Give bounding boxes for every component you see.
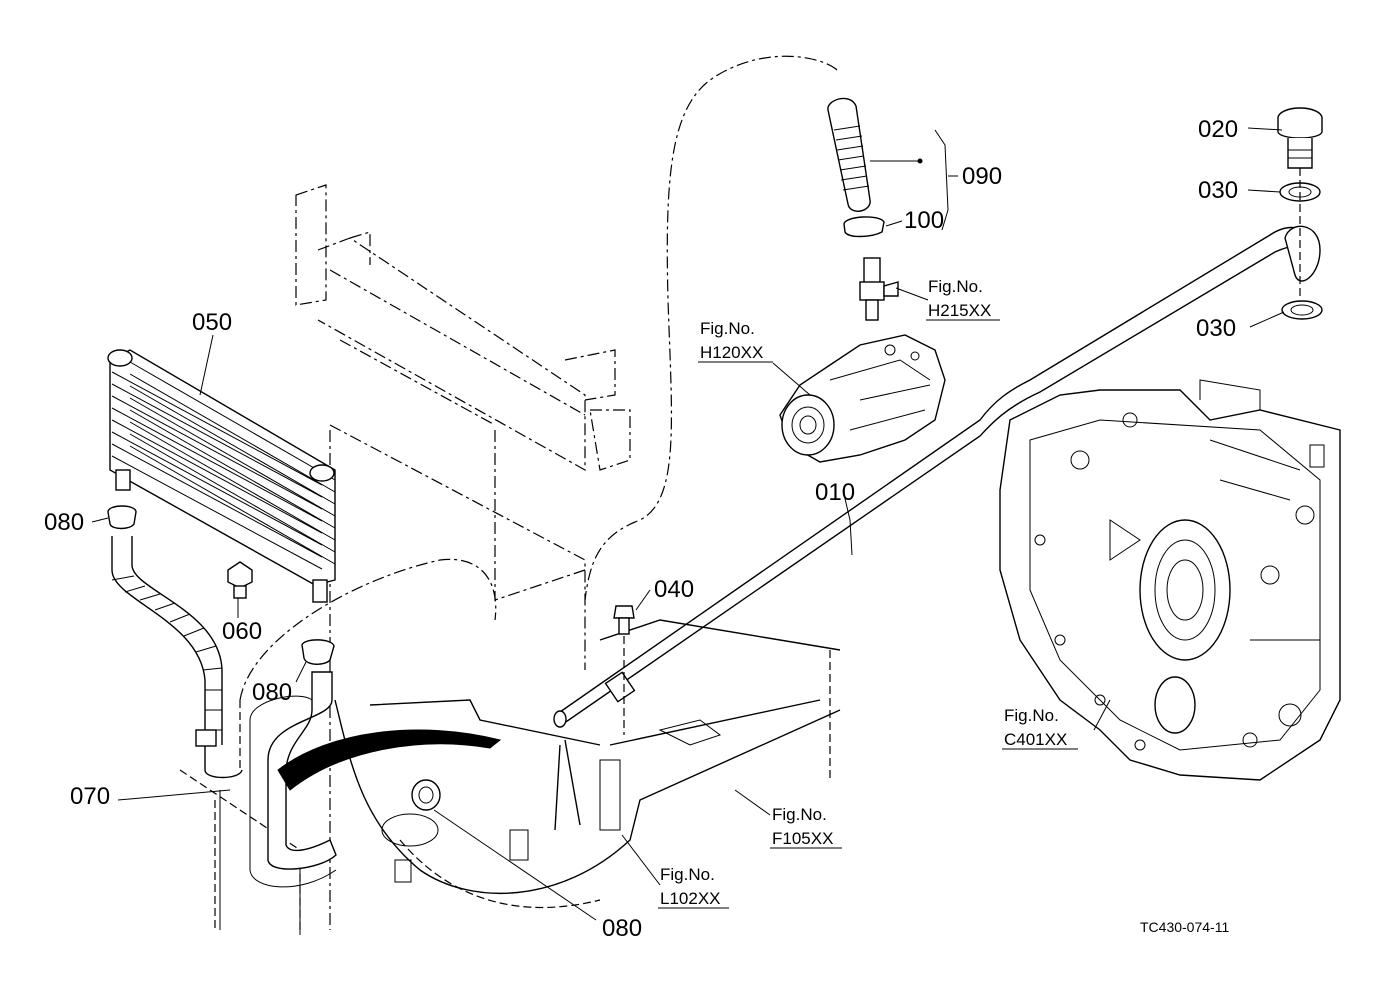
- fig-ref-c401[interactable]: Fig.No. C401XX: [1002, 706, 1078, 750]
- hose-clamp-080-a[interactable]: [107, 505, 137, 530]
- svg-text:L102XX: L102XX: [660, 889, 721, 908]
- svg-text:C401XX: C401XX: [1004, 730, 1067, 749]
- svg-text:Fig.No.: Fig.No.: [1004, 706, 1059, 725]
- callout-060[interactable]: 060: [222, 618, 262, 645]
- figure-refs: Fig.No. H215XX Fig.No. H120XX Fig.No. C4…: [658, 277, 1078, 909]
- fig-ref-f105[interactable]: Fig.No. F105XX: [770, 805, 842, 849]
- callout-050[interactable]: 050: [192, 309, 232, 336]
- callout-010[interactable]: 010: [815, 479, 855, 506]
- fig-ref-l102[interactable]: Fig.No. L102XX: [658, 865, 729, 909]
- oil-cooler-050[interactable]: [107, 349, 336, 603]
- fig-ref-h215[interactable]: Fig.No. H215XX: [926, 277, 1000, 321]
- transmission-case: [999, 379, 1341, 781]
- hose-070[interactable]: [111, 536, 337, 888]
- callout-070[interactable]: 070: [70, 783, 110, 810]
- callout-080-c[interactable]: 080: [602, 915, 642, 942]
- banjo-bolt-020[interactable]: [1277, 107, 1323, 169]
- svg-text:Fig.No.: Fig.No.: [772, 805, 827, 824]
- callout-080-b[interactable]: 080: [252, 679, 292, 706]
- hose-090[interactable]: [827, 97, 871, 212]
- svg-text:H120XX: H120XX: [700, 343, 763, 362]
- callout-040[interactable]: 040: [654, 576, 694, 603]
- callout-030-upper[interactable]: 030: [1198, 177, 1238, 204]
- pipe-010[interactable]: [553, 225, 1321, 728]
- floor-pan: [219, 619, 841, 935]
- callout-100[interactable]: 100: [904, 207, 944, 234]
- svg-text:Fig.No.: Fig.No.: [660, 865, 715, 884]
- elbow-fitting: [859, 257, 899, 321]
- bolt-040[interactable]: [613, 605, 635, 735]
- frame-phantom-lines: [179, 55, 838, 930]
- seal-washer-030-lower[interactable]: [1281, 300, 1323, 320]
- hydraulic-pump: [779, 334, 946, 463]
- callout-020[interactable]: 020: [1198, 116, 1238, 143]
- drawing-code: TC430-074-11: [1140, 919, 1229, 935]
- callout-labels: 010 020 030 030 040 050 060 070 080 080 …: [44, 116, 1238, 942]
- fig-ref-h120[interactable]: Fig.No. H120XX: [698, 319, 773, 363]
- bolt-060[interactable]: [227, 561, 253, 599]
- hose-clamp-080-c[interactable]: [411, 779, 441, 811]
- svg-text:Fig.No.: Fig.No.: [700, 319, 755, 338]
- callout-030-lower[interactable]: 030: [1196, 315, 1236, 342]
- svg-text:H215XX: H215XX: [928, 301, 991, 320]
- svg-text:F105XX: F105XX: [772, 829, 833, 848]
- hose-clamp-080-b[interactable]: [301, 639, 335, 665]
- leader-lines: [91, 127, 1285, 921]
- strap: [277, 729, 502, 791]
- svg-text:Fig.No.: Fig.No.: [928, 277, 983, 296]
- callout-080-a[interactable]: 080: [44, 509, 84, 536]
- hose-clamp-100[interactable]: [843, 216, 885, 238]
- callout-090[interactable]: 090: [962, 163, 1002, 190]
